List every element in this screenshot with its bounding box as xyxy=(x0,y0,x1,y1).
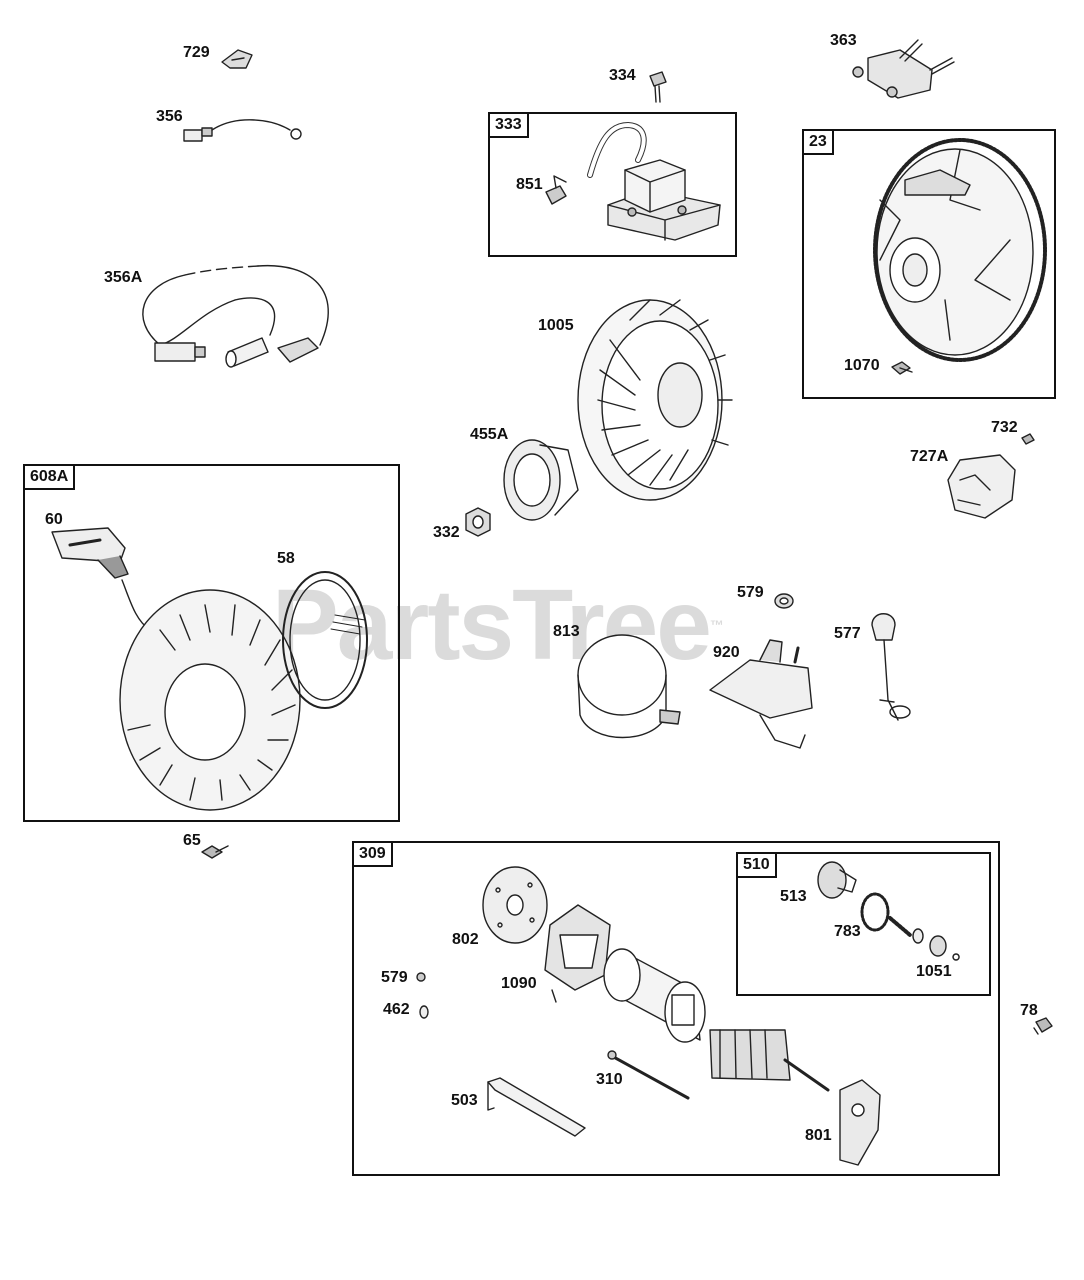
group-frame-510 xyxy=(736,852,991,996)
part-label-503: 503 xyxy=(451,1092,478,1109)
part-label-729: 729 xyxy=(183,44,210,61)
part-label-920: 920 xyxy=(713,644,740,661)
part-label-60: 60 xyxy=(45,511,63,528)
part-label-332: 332 xyxy=(433,524,460,541)
part-58-rewind-spring[interactable] xyxy=(282,571,368,709)
part-label-65: 65 xyxy=(183,832,201,849)
part-363-bracket[interactable] xyxy=(852,39,955,99)
part-label-356A: 356A xyxy=(104,269,143,286)
group-label-510: 510 xyxy=(736,852,777,878)
part-label-1090: 1090 xyxy=(501,975,537,992)
part-label-363: 363 xyxy=(830,32,857,49)
part-727A-housing[interactable] xyxy=(947,454,1016,519)
part-334-screw[interactable] xyxy=(649,71,667,103)
part-label-801: 801 xyxy=(805,1127,832,1144)
part-label-813: 813 xyxy=(553,623,580,640)
part-label-462: 462 xyxy=(383,1001,410,1018)
part-801-end-bracket[interactable] xyxy=(839,1079,881,1166)
part-label-310: 310 xyxy=(596,1071,623,1088)
part-332-nut[interactable] xyxy=(465,507,491,537)
group-label-333: 333 xyxy=(488,112,529,138)
part-1070-bolt[interactable] xyxy=(891,361,913,375)
part-label-577: 577 xyxy=(834,625,861,642)
part-65-bolt[interactable] xyxy=(201,845,229,859)
part-333-ignition-module[interactable] xyxy=(587,122,721,241)
part-label-513: 513 xyxy=(780,888,807,905)
part-label-732: 732 xyxy=(991,419,1018,436)
part-729-clip[interactable] xyxy=(221,49,253,69)
part-356-ground-wire[interactable] xyxy=(183,119,302,142)
part-label-579-lower: 579 xyxy=(381,969,408,986)
part-1090-brush-holder[interactable] xyxy=(544,904,611,1003)
group-label-23: 23 xyxy=(802,129,834,155)
part-label-455A: 455A xyxy=(470,426,509,443)
part-356A-wire-harness[interactable] xyxy=(142,264,329,368)
group-frame-309 xyxy=(352,841,1000,1176)
part-462-washer[interactable] xyxy=(419,1005,429,1019)
group-label-309: 309 xyxy=(352,841,393,867)
part-608A-rewind-starter[interactable] xyxy=(119,589,301,811)
part-label-78: 78 xyxy=(1020,1002,1038,1019)
part-920-regulator[interactable] xyxy=(709,639,813,749)
part-label-727A: 727A xyxy=(910,448,949,465)
part-813-clamp-band[interactable] xyxy=(577,634,681,739)
part-60-starter-handle[interactable] xyxy=(51,527,151,631)
part-label-851: 851 xyxy=(516,176,543,193)
part-732-screw[interactable] xyxy=(1021,433,1035,445)
group-frame-608A xyxy=(23,464,400,822)
part-851-fitting[interactable] xyxy=(545,175,567,205)
part-label-783: 783 xyxy=(834,923,861,940)
part-802-end-cover[interactable] xyxy=(482,866,548,944)
part-579-nut-lower[interactable] xyxy=(416,972,426,982)
part-503-strap[interactable] xyxy=(487,1077,586,1137)
part-label-1070: 1070 xyxy=(844,357,880,374)
group-frame-333 xyxy=(488,112,737,257)
part-armature[interactable] xyxy=(709,1029,830,1092)
part-label-802: 802 xyxy=(452,931,479,948)
group-frame-23 xyxy=(802,129,1056,399)
part-513-drive-housing[interactable] xyxy=(817,861,857,899)
part-label-334: 334 xyxy=(609,67,636,84)
part-577-spark-plug-boot[interactable] xyxy=(871,613,911,721)
part-23-flywheel[interactable] xyxy=(873,138,1047,362)
part-label-58: 58 xyxy=(277,550,295,567)
part-label-579-upper: 579 xyxy=(737,584,764,601)
part-label-1005: 1005 xyxy=(538,317,574,334)
part-label-1051: 1051 xyxy=(916,963,952,980)
group-label-608A: 608A xyxy=(23,464,76,490)
part-1005-blower-housing[interactable] xyxy=(577,299,733,501)
part-label-356: 356 xyxy=(156,108,183,125)
part-starter-housing[interactable] xyxy=(603,948,706,1043)
part-78-bolt[interactable] xyxy=(1033,1017,1053,1035)
part-783-pinion-gear[interactable] xyxy=(860,892,912,937)
part-455A-drive-cup[interactable] xyxy=(503,439,579,521)
part-1051-retainer[interactable] xyxy=(912,928,960,961)
part-310-through-bolt[interactable] xyxy=(607,1050,690,1100)
part-579-nut-upper[interactable] xyxy=(774,593,794,609)
